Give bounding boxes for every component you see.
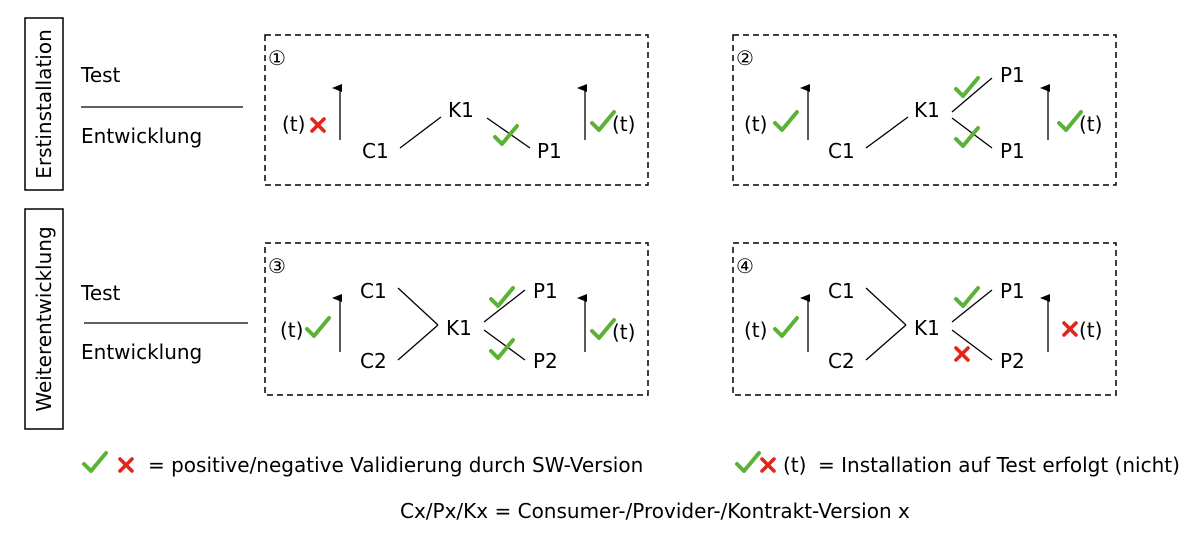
connector-line (483, 289, 526, 323)
scenario-number: ③ (268, 254, 286, 278)
cross-icon (954, 346, 970, 362)
legend-abbreviations: Cx/Px/Kx = Consumer-/Provider-/Kontrakt-… (400, 499, 910, 523)
connector-line (951, 289, 993, 323)
connector-line (397, 324, 439, 361)
cross-icon (310, 117, 326, 133)
connector-line (399, 116, 442, 149)
consumer-label: C1 (360, 279, 387, 303)
legend: = positive/negative Validierung durch SW… (82, 451, 1180, 523)
provider-label: P2 (533, 349, 558, 373)
install-marker: (t) (1079, 318, 1102, 342)
section-label-further: Weiterentwicklung (32, 226, 56, 411)
connector-line (951, 77, 993, 113)
connector-line (951, 329, 993, 361)
connector-line (397, 287, 439, 326)
connector-line (486, 117, 531, 149)
consumer-label: C1 (828, 279, 855, 303)
contract-label: K1 (914, 316, 940, 340)
legend-install-marker: (t) (783, 453, 806, 477)
cross-icon (118, 457, 134, 473)
consumer-label: C2 (828, 349, 855, 373)
section-erstinstallation: Erstinstallation (24, 17, 64, 191)
cross-icon (760, 457, 776, 473)
consumer-label: C2 (360, 349, 387, 373)
install-marker: (t) (612, 112, 635, 136)
provider-label: P1 (537, 139, 562, 163)
cross-icon (1062, 321, 1078, 337)
check-icon (305, 316, 331, 338)
check-icon (735, 451, 761, 473)
provider-label: P1 (1000, 63, 1025, 87)
provider-label: P1 (1000, 279, 1025, 303)
check-icon (82, 451, 108, 473)
level-label-dev: Entwicklung (81, 124, 202, 148)
provider-label: P1 (1000, 139, 1025, 163)
contract-label: K1 (448, 98, 474, 122)
install-marker: (t) (280, 318, 303, 342)
install-marker: (t) (744, 112, 767, 136)
scenario-number: ① (268, 46, 286, 70)
legend-installation: = Installation auf Test erfolgt (nicht) (818, 453, 1180, 477)
install-marker: (t) (744, 318, 767, 342)
scenario-1: ① (t) C1 K1 P1 (t) (264, 34, 649, 186)
contract-label: K1 (446, 316, 472, 340)
level-label-test: Test (80, 63, 121, 87)
scenario-4: ④ (t) C1 C2 K1 P1 P2 (t) (732, 242, 1117, 396)
section-weiterentwicklung: Weiterentwicklung (24, 208, 64, 430)
section-label-first: Erstinstallation (32, 29, 56, 179)
check-icon (1057, 110, 1083, 132)
check-icon (489, 286, 515, 308)
scenario-3: ③ (t) C1 C2 K1 P1 P2 (t) (264, 242, 649, 396)
consumer-label: C1 (828, 139, 855, 163)
check-icon (773, 110, 799, 132)
level-label-dev: Entwicklung (81, 340, 202, 364)
provider-label: P2 (1000, 349, 1025, 373)
connector-line (865, 116, 909, 149)
scenario-number: ② (736, 46, 754, 70)
install-marker: (t) (612, 320, 635, 344)
legend-validation: = positive/negative Validierung durch SW… (148, 453, 643, 477)
consumer-label: C1 (362, 139, 389, 163)
check-icon (590, 318, 616, 340)
check-icon (590, 110, 616, 132)
check-icon (493, 124, 519, 146)
connector-line (483, 329, 526, 361)
contract-label: K1 (914, 98, 940, 122)
provider-label: P1 (533, 279, 558, 303)
install-marker: (t) (282, 112, 305, 136)
connector-line (865, 287, 907, 326)
scenario-number: ④ (736, 254, 754, 278)
connector-line (865, 324, 907, 361)
level-label-test: Test (80, 281, 121, 305)
scenario-2: ② (t) C1 K1 P1 P1 (t) (732, 34, 1117, 186)
check-icon (954, 126, 980, 148)
check-icon (773, 316, 799, 338)
install-marker: (t) (1079, 112, 1102, 136)
